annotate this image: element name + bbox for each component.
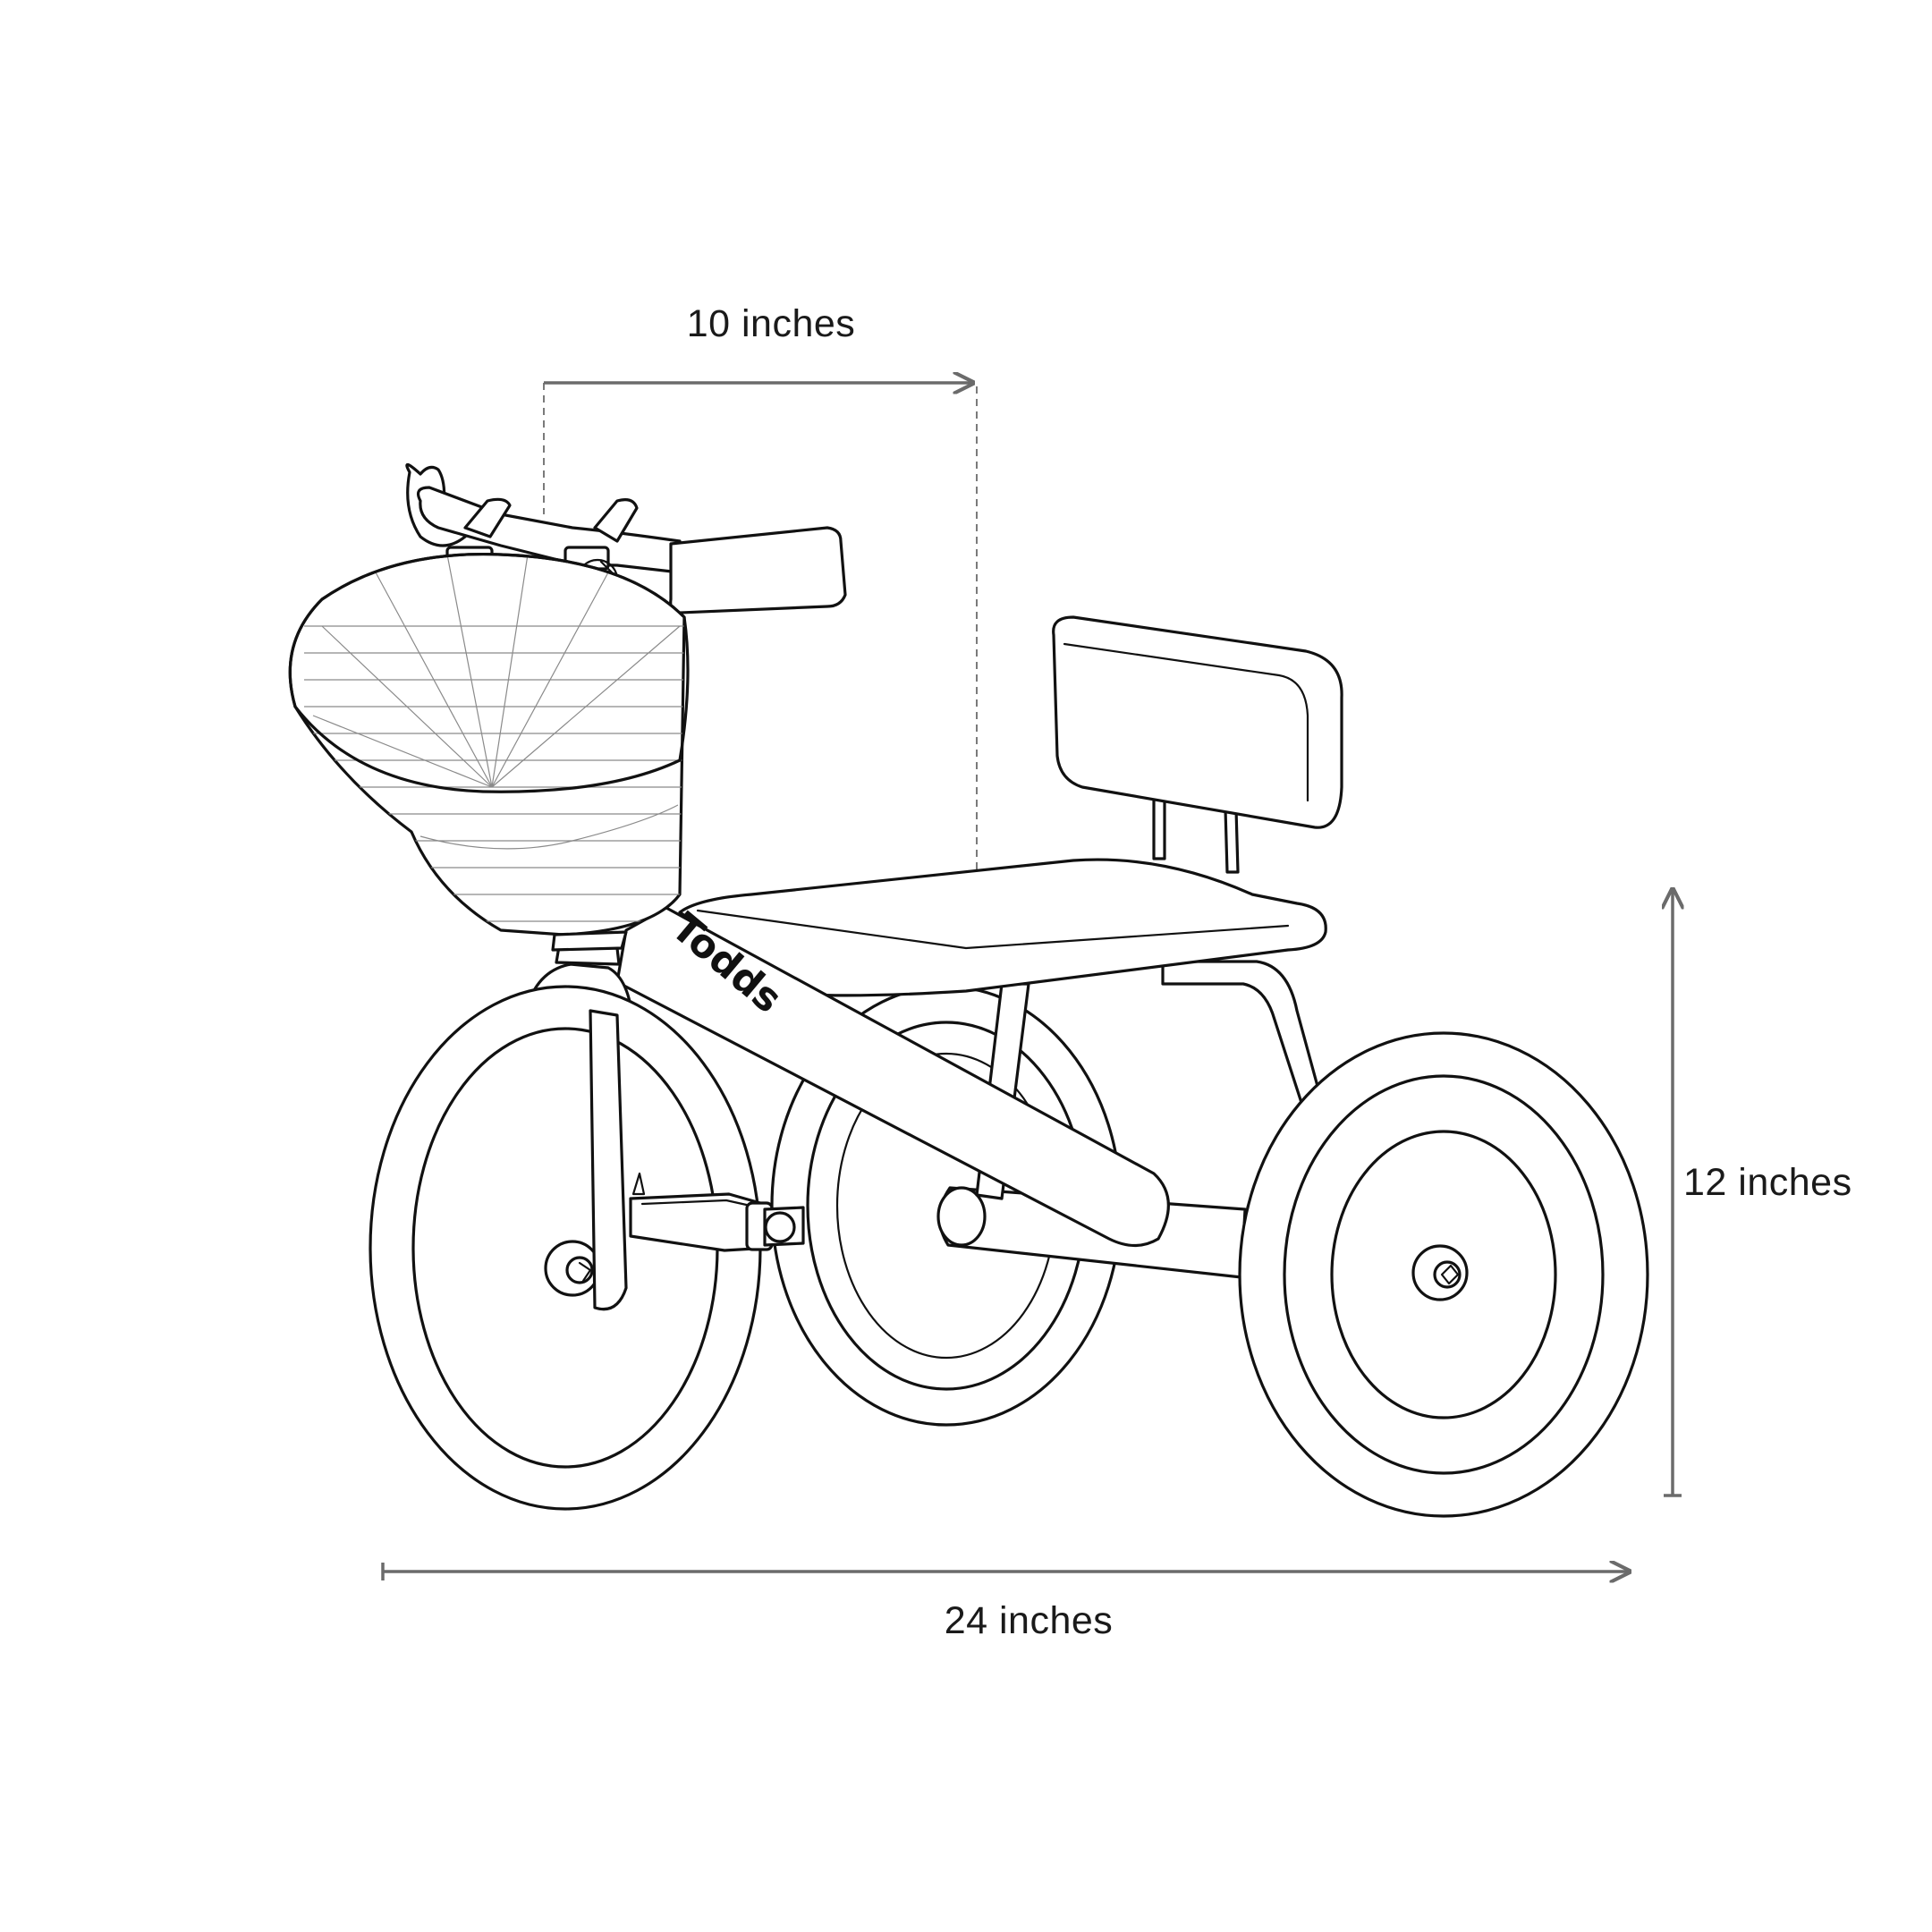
front-wheel	[369, 985, 762, 1511]
basket	[288, 553, 690, 952]
height-label: 12 inches	[1683, 1161, 1852, 1204]
length-label: 24 inches	[945, 1599, 1114, 1642]
seat-base	[678, 858, 1327, 997]
dimension-height: 12 inches	[1664, 891, 1852, 1497]
dimension-handlebar-width: 10 inches	[543, 302, 978, 886]
tricycle-illustration: Todds	[288, 462, 1649, 1518]
rear-right-wheel	[1238, 1031, 1649, 1518]
dimension-length: 24 inches	[381, 1563, 1628, 1642]
handlebar-width-label: 10 inches	[687, 302, 856, 345]
backrest	[1052, 615, 1343, 874]
pedal	[629, 1172, 805, 1252]
